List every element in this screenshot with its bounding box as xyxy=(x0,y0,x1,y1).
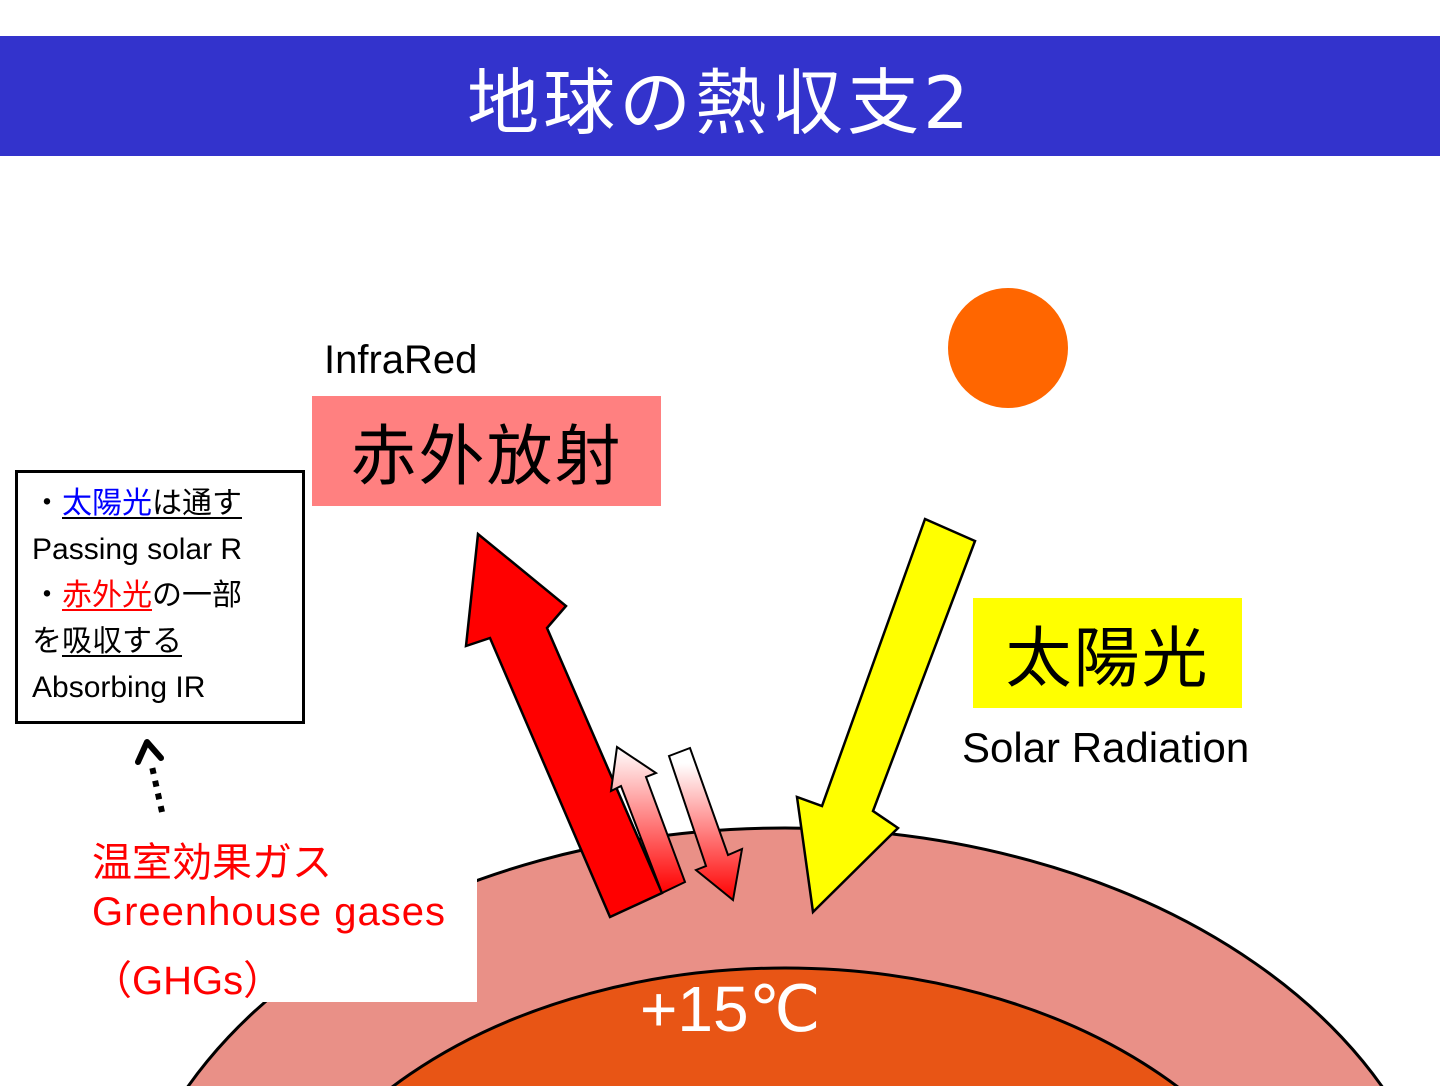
pointer-dotted-line xyxy=(148,761,165,813)
sun-icon xyxy=(948,288,1068,408)
info-line-5: Absorbing IR xyxy=(32,671,206,704)
title-bar: 地球の熱収支2 xyxy=(0,36,1440,156)
infrared-label-jp: 赤外放射 xyxy=(312,396,661,506)
infrared-arrow xyxy=(464,531,664,919)
info-line-3: ・赤外光の一部 xyxy=(32,578,242,613)
solar-arrow xyxy=(795,517,977,915)
greenhouse-label-jp: 温室効果ガス xyxy=(92,840,332,886)
atmosphere-layer xyxy=(186,826,1384,1086)
infrared-label-en: InfraRed xyxy=(324,338,478,382)
ir-reemission-up-arrow xyxy=(609,745,687,895)
infrared-highlight: 赤外光 xyxy=(62,578,152,613)
ghg-properties-box: ・太陽光は通す Passing solar R ・赤外光の一部 を吸収する Ab… xyxy=(15,470,305,724)
greenhouse-abbr: （GHGs） xyxy=(92,959,284,1003)
page-title: 地球の熱収支2 xyxy=(467,60,973,145)
ghg-label-background xyxy=(85,820,477,1002)
info-line-2: Passing solar R xyxy=(32,533,243,566)
greenhouse-label-en: Greenhouse gases xyxy=(92,890,447,934)
info-line-1: ・太陽光は通す xyxy=(32,486,242,521)
solar-highlight: 太陽光 xyxy=(62,486,152,521)
solar-label-jp: 太陽光 xyxy=(973,598,1242,708)
surface-temperature: +15℃ xyxy=(640,973,821,1045)
earth-surface xyxy=(391,966,1179,1086)
pointer-arrowhead-icon xyxy=(135,739,164,765)
ir-backradiation-down-arrow xyxy=(667,746,744,902)
solar-label-en: Solar Radiation xyxy=(962,724,1250,771)
info-line-4: を吸収する xyxy=(32,624,182,659)
